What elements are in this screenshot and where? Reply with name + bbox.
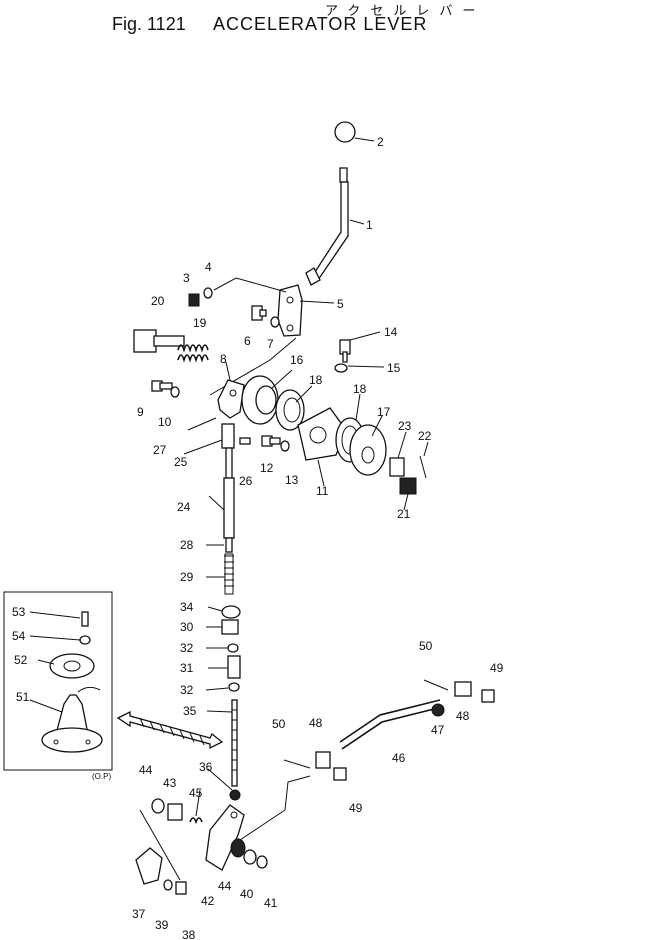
nut-washer-top: [188, 287, 213, 307]
inset-box: [3, 591, 113, 771]
callout-38: 38: [182, 928, 196, 940]
callout-44a: 44: [139, 763, 153, 777]
callout-26: 26: [239, 474, 253, 488]
callout-15: 15: [387, 361, 401, 375]
callout-6: 6: [244, 334, 251, 348]
linkage-rod: [239, 679, 495, 841]
callout-48a: 48: [456, 709, 470, 723]
callout-18b: 18: [353, 382, 367, 396]
bracket-assembly: [209, 277, 303, 396]
callout-11: 11: [316, 484, 329, 498]
callout-44b: 44: [218, 879, 232, 893]
double-arrow: [116, 710, 224, 750]
bolt-spring: [133, 329, 209, 363]
callout-54: 54: [12, 629, 26, 643]
callout-14: 14: [384, 325, 398, 339]
callout-8: 8: [220, 352, 227, 366]
callout-10: 10: [158, 415, 172, 429]
callout-41: 41: [264, 896, 278, 910]
end-nut: [389, 455, 427, 495]
callout-25: 25: [174, 455, 188, 469]
callout-52: 52: [14, 653, 28, 667]
figure-title: ACCELERATOR LEVER: [213, 14, 428, 34]
callout-36: 36: [199, 760, 213, 774]
callout-28: 28: [180, 538, 194, 552]
callout-30: 30: [180, 620, 194, 634]
callout-42: 42: [201, 894, 215, 908]
callout-37: 37: [132, 907, 146, 921]
callout-12: 12: [260, 461, 274, 475]
callout-50a: 50: [419, 639, 433, 653]
callout-50b: 50: [272, 717, 286, 731]
callout-4: 4: [205, 260, 212, 274]
callout-16: 16: [290, 353, 304, 367]
lever-assembly: [305, 121, 356, 286]
callout-9: 9: [137, 405, 144, 419]
callout-53: 53: [12, 605, 26, 619]
callout-labels: 2 1 3 4 5 6 7 8 9 10 11 12 13 14 15 16 1…: [12, 135, 504, 940]
callout-17: 17: [377, 405, 391, 419]
callout-23: 23: [398, 419, 412, 433]
callout-5: 5: [337, 297, 344, 311]
callout-40: 40: [240, 887, 254, 901]
arm-assembly: [151, 379, 245, 419]
callout-48b: 48: [309, 716, 323, 730]
callout-7: 7: [267, 337, 274, 351]
callout-43: 43: [163, 776, 177, 790]
callout-18a: 18: [309, 373, 323, 387]
bolt-12-13: [261, 435, 290, 452]
rod-column: [187, 417, 251, 801]
callout-39: 39: [155, 918, 169, 932]
callout-45: 45: [189, 786, 203, 800]
friction-discs: [241, 339, 387, 476]
callout-31: 31: [180, 661, 194, 675]
callout-3: 3: [183, 271, 190, 285]
leader-lines: [29, 137, 429, 817]
callout-51: 51: [16, 690, 30, 704]
callout-1: 1: [366, 218, 373, 232]
title-katakana: アクセルレバー: [325, 4, 486, 19]
callout-49b: 49: [349, 801, 363, 815]
callout-47: 47: [431, 723, 445, 737]
callout-22: 22: [418, 429, 432, 443]
callout-19: 19: [193, 316, 207, 330]
callout-20: 20: [151, 294, 165, 308]
callout-32a: 32: [180, 641, 194, 655]
callout-46: 46: [392, 751, 406, 765]
inset-note: (O.P): [92, 772, 111, 781]
title-block: アクセルレバー Fig. 1121 ACCELERATOR LEVER: [112, 0, 512, 40]
callout-35: 35: [183, 704, 197, 718]
callout-34: 34: [180, 600, 194, 614]
callout-24: 24: [177, 500, 191, 514]
callout-13: 13: [285, 473, 299, 487]
callout-29: 29: [180, 570, 194, 584]
callout-21: 21: [397, 507, 411, 521]
callout-27: 27: [153, 443, 167, 457]
figure-number: Fig. 1121: [112, 14, 186, 34]
lower-lever-assembly: [135, 798, 268, 895]
callout-49a: 49: [490, 661, 504, 675]
callout-2: 2: [377, 135, 384, 149]
callout-32b: 32: [180, 683, 194, 697]
